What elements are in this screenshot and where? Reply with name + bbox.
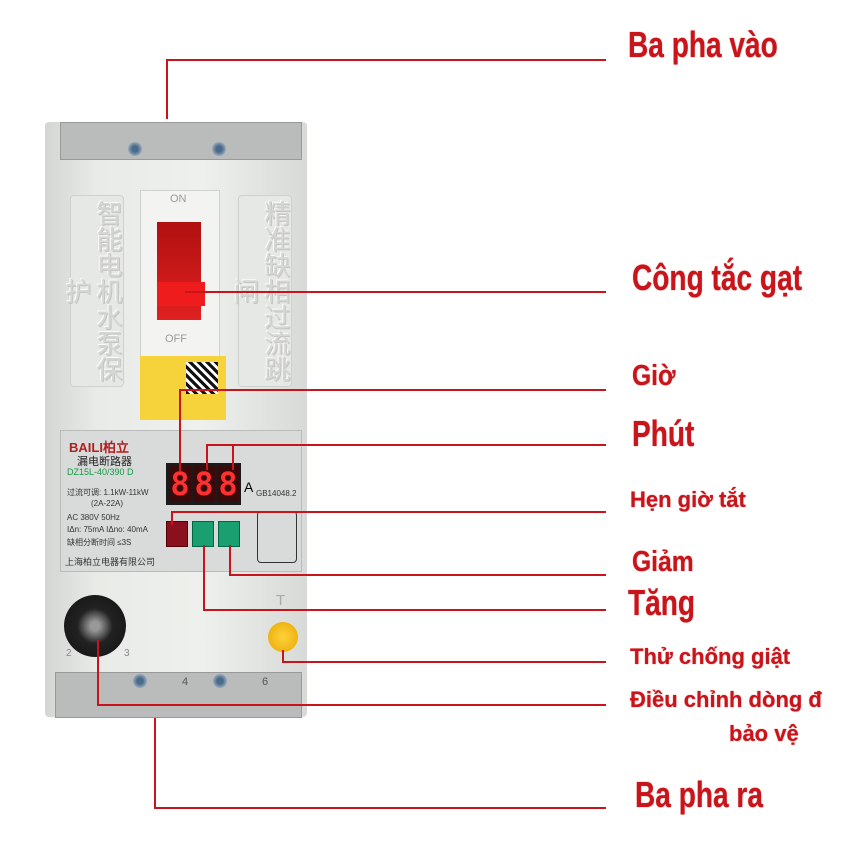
callout-line	[166, 59, 606, 61]
callout-line	[229, 574, 606, 576]
label-input: Ba pha vào	[628, 24, 778, 65]
label-minute: Phút	[632, 413, 695, 454]
spec-line: 过流可调: 1.1kW-11kW	[67, 488, 149, 497]
qr-code	[186, 362, 218, 394]
callout-line	[166, 59, 168, 119]
spec-line: IΔn: 75mA IΔno: 40mA	[67, 525, 148, 534]
callout-line	[97, 640, 99, 706]
unit-label: A	[244, 479, 254, 495]
callout-line	[171, 511, 606, 513]
spec-line: 缺相分断时间 ≤3S	[67, 538, 132, 547]
led-display: 8 8 8	[166, 463, 241, 505]
switch-off-label: OFF	[165, 333, 187, 345]
switch-on-label: ON	[170, 193, 187, 205]
model-number: DZ15L-40/390 D	[67, 467, 134, 477]
terminal-screw	[212, 142, 226, 156]
current-adjust-knob[interactable]	[64, 595, 126, 657]
label-decrease: Giảm	[632, 546, 694, 578]
standard-label: GB14048.2	[256, 489, 297, 498]
decrease-button[interactable]	[218, 521, 240, 547]
label-toggle-switch: Công tắc gạt	[632, 257, 803, 298]
toggle-switch-handle[interactable]	[157, 282, 205, 306]
fault-code-box	[257, 511, 297, 563]
callout-line	[203, 609, 606, 611]
callout-line	[97, 704, 606, 706]
output-terminal-block	[55, 672, 302, 718]
spec-line: (2A-22A)	[91, 499, 124, 508]
callout-line	[179, 389, 606, 391]
knob-mark: 3	[124, 648, 130, 659]
callout-line	[206, 444, 208, 470]
input-terminal-block	[60, 122, 302, 160]
callout-line	[154, 807, 606, 809]
callout-line	[203, 545, 205, 611]
callout-line	[282, 650, 284, 663]
callout-line	[206, 444, 606, 446]
display-digit: 8	[193, 465, 215, 503]
callout-line	[232, 444, 234, 470]
label-hour: Giờ	[632, 360, 676, 392]
callout-line	[282, 661, 606, 663]
qr-sticker	[140, 356, 226, 420]
knob-mark: 2	[66, 648, 72, 659]
label-panel: BAILI柏立 漏电断路器 DZ15L-40/390 D 过流可调: 1.1kW…	[60, 430, 302, 572]
label-adjust-current: Điều chỉnh dòng đ	[630, 687, 822, 712]
display-digit: 8	[217, 465, 239, 503]
product-name: 漏电断路器	[77, 456, 132, 468]
terminal-mark: 6	[262, 676, 269, 688]
brand-cn: 柏立	[102, 440, 129, 455]
test-button[interactable]	[268, 622, 298, 652]
test-label: T	[276, 592, 286, 609]
terminal-mark: 4	[182, 676, 189, 688]
brand-label: BAILI柏立	[69, 437, 129, 456]
increase-button[interactable]	[192, 521, 214, 547]
callout-line	[179, 389, 181, 471]
display-digit: 8	[169, 465, 191, 503]
label-timer-off: Hẹn giờ tắt	[630, 487, 746, 512]
label-test: Thử chống giật	[630, 644, 791, 669]
label-output: Ba pha ra	[635, 774, 763, 815]
left-panel-text: 智能电机水泵保护	[62, 195, 124, 387]
callout-line	[154, 718, 156, 809]
terminal-screw	[213, 674, 227, 688]
terminal-screw	[128, 142, 142, 156]
callout-line	[171, 511, 173, 525]
timer-off-button[interactable]	[166, 521, 188, 547]
terminal-screw	[133, 674, 147, 688]
spec-line: AC 380V 50Hz	[67, 513, 120, 522]
callout-line	[229, 545, 231, 575]
label-adjust-current-line2: bảo vệ	[729, 721, 799, 746]
callout-line	[185, 291, 606, 293]
label-increase: Tăng	[628, 582, 696, 623]
manufacturer: 上海柏立电器有限公司	[65, 557, 156, 567]
brand: BAILI	[69, 440, 103, 455]
